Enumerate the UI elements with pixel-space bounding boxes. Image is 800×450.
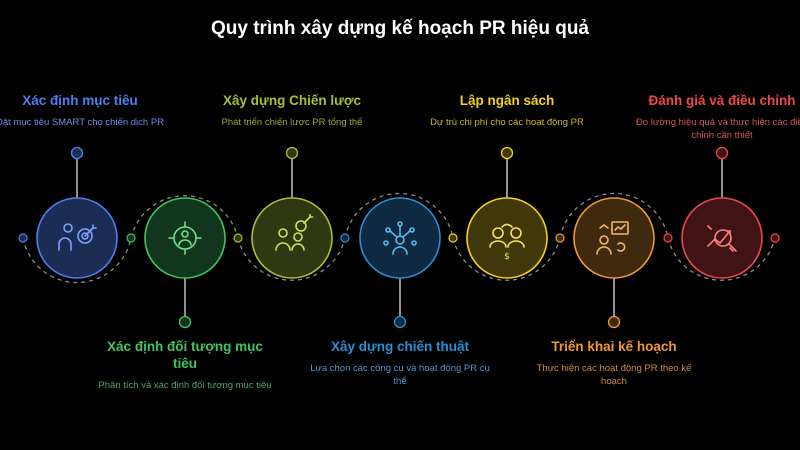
step-1-title: Xác định mục tiêu [22,93,138,108]
target-person-icon [58,223,97,251]
step-1-label: Xác định mục tiêu Đặt mục tiêu SMART cho… [0,92,170,130]
step-3-description: Phát triển chiến lược PR tổng thể [221,117,363,128]
step-7-description: Đo lường hiệu quả và thực hiện các điều … [635,117,800,141]
step-6-circle [573,197,655,279]
connector-arc [237,237,346,281]
step-4-title: Xây dựng chiến thuật [330,339,470,354]
step-2-circle [144,197,226,279]
step-1-description: Đặt mục tiêu SMART cho chiến dịch PR [0,117,165,128]
step-6-node [573,197,655,329]
step-3-anchor-dot [285,146,299,160]
step-6-description: Thực hiện các hoạt động PR theo kế hoạch [536,363,692,387]
step-1-anchor-dot [70,146,84,160]
connector-arc [559,192,669,239]
step-5-anchor-dot [500,146,514,160]
step-1-node [36,146,118,279]
step-4-label: Xây dựng chiến thuật Lựa chọn các công c… [310,338,490,388]
diagram-title: Quy trình xây dựng kế hoạch PR hiệu quả [211,18,589,39]
connector-arc [22,237,132,284]
crosshair-person-icon [168,221,202,255]
step-5-description: Dự trù chi phí cho các hoạt động PR [430,117,584,128]
step-5-label: Lập ngân sách Dự trù chi phí cho các hoạ… [417,92,597,130]
step-7-node [681,146,763,279]
step-3-title: Xây dựng Chiến lược [223,93,361,108]
connector-arc [130,195,239,239]
connector-arc [344,192,454,239]
connector-arc [452,237,561,281]
step-4-description: Lựa chọn các công cụ và hoạt động PR cụ … [310,363,490,387]
chart-magnifier-icon [707,225,737,252]
step-3-circle [251,197,333,279]
step-7-circle [681,197,763,279]
connector-arcs [22,192,776,284]
step-4-node [359,197,441,329]
step-6-title: Triển khai kế hoạch [551,339,677,354]
step-5-title: Lập ngân sách [459,93,555,108]
step-6-label: Triển khai kế hoạch Thực hiện các hoạt đ… [524,338,704,388]
step-2-label: Xác định đối tượng mục tiêu Phân tích và… [95,338,275,393]
step-7-label: Đánh giá và điều chỉnh Đo lường hiệu quả… [624,92,800,142]
step-3-node [251,146,333,279]
step-2-anchor-dot [178,315,192,329]
step-5-node: $ [466,146,548,279]
step-7-title: Đánh giá và điều chỉnh [648,93,796,108]
svg-text:$: $ [504,252,510,262]
budget-exchange-icon: $ [489,223,525,262]
step-7-anchor-dot [715,146,729,160]
network-person-icon [383,221,417,255]
step-4-anchor-dot [393,315,407,329]
connector-arc [667,237,776,281]
step-1-circle [36,197,118,279]
step-6-anchor-dot [607,315,621,329]
step-3-label: Xây dựng Chiến lược Phát triển chiến lượ… [202,92,382,130]
strategy-people-icon [275,213,314,251]
step-5-circle [466,197,548,279]
connector-lines [76,158,723,316]
side-dots [18,233,780,243]
step-4-circle [359,197,441,279]
presentation-icon [596,221,629,255]
step-2-node [144,197,226,329]
step-2-title: Xác định đối tượng mục tiêu [107,339,263,371]
step-2-description: Phân tích và xác định đối tượng mục tiêu [98,380,272,391]
